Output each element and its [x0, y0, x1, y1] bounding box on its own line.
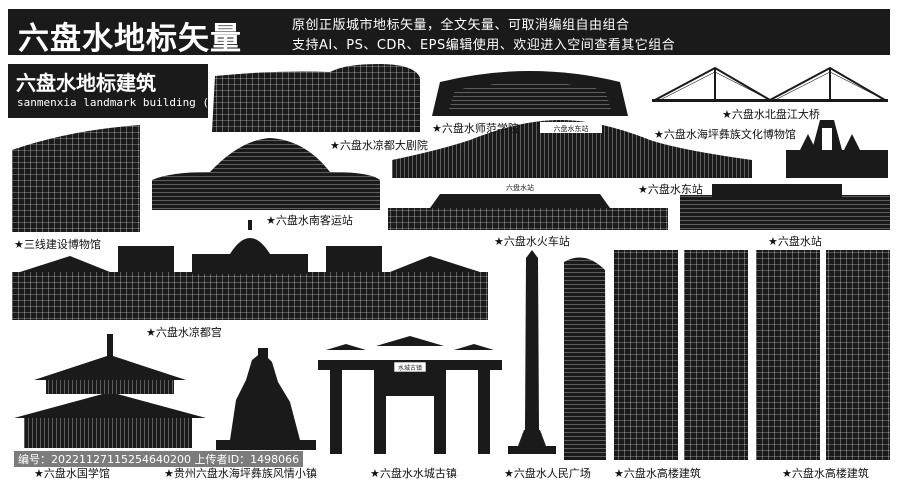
label-liangdu-theater: 六盘水凉都大剧院	[330, 137, 428, 153]
label-highrise-1: 六盘水高楼建筑	[614, 465, 701, 481]
east-station-building: 六盘水东站	[392, 120, 752, 178]
label-fengqing-town: 贵州六盘水海坪彝族风情小镇	[164, 465, 317, 481]
normal-univ-building	[432, 71, 628, 116]
peoples-square-monument	[508, 250, 556, 454]
subtitle-title: 六盘水地标建筑	[16, 71, 156, 95]
east-station-sign: 六盘水东站	[554, 124, 589, 133]
label-haiping-museum: 六盘水海坪彝族文化博物馆	[654, 126, 796, 142]
liangdu-theater-building	[212, 64, 420, 132]
page-title: 六盘水地标矢量	[18, 21, 242, 57]
fengqing-town-statue	[216, 348, 316, 450]
label-liangdu-palace: 六盘水凉都宫	[146, 324, 222, 340]
guoxue-hall-building	[14, 334, 206, 448]
south-bus-station	[152, 138, 380, 210]
highrise-group	[564, 250, 890, 460]
haiping-museum-building	[786, 120, 888, 178]
label-south-bus: 六盘水南客运站	[266, 212, 353, 228]
shuicheng-gate: 水城古镇	[318, 336, 502, 454]
subtitle-box: 六盘水地标建筑 sanmenxia landmark building (1)	[8, 64, 222, 118]
label-peoples-square: 六盘水人民广场	[504, 465, 591, 481]
station-sign: 六盘水站	[506, 183, 534, 192]
label-guoxue: 六盘水国学馆	[34, 465, 110, 481]
header-description-line-2: 支持AI、PS、CDR、EPS编辑使用、欢迎进入空间查看其它组合	[292, 38, 676, 53]
label-beipan-bridge: 六盘水北盘江大桥	[722, 106, 820, 122]
label-shuicheng-town: 六盘水水城古镇	[370, 465, 457, 481]
sanxian-museum-building	[12, 125, 140, 232]
train-station-building: 六盘水站	[388, 183, 668, 230]
label-station: 六盘水站	[768, 233, 822, 249]
beipan-bridge	[652, 66, 888, 102]
label-highrise-2: 六盘水高楼建筑	[782, 465, 869, 481]
gate-sign: 水城古镇	[398, 364, 422, 372]
liupanshui-station-building	[680, 184, 890, 230]
liangdu-palace-building	[12, 220, 488, 320]
label-east-station: 六盘水东站	[638, 181, 703, 197]
subtitle-english: sanmenxia landmark building (1)	[17, 96, 223, 109]
label-sanxian-museum: 三线建设博物馆	[14, 236, 101, 252]
header-banner: 六盘水地标矢量 原创正版城市地标矢量，全文矢量、可取消编组自由组合 支持AI、P…	[8, 9, 890, 57]
header-description-line-1: 原创正版城市地标矢量，全文矢量、可取消编组自由组合	[292, 18, 630, 33]
footer-code: 编号：20221127115254640200 上传者ID：1498066	[14, 451, 304, 467]
label-train-station: 六盘水火车站	[494, 233, 570, 249]
label-normal-univ: 六盘水师范学院	[432, 120, 519, 136]
